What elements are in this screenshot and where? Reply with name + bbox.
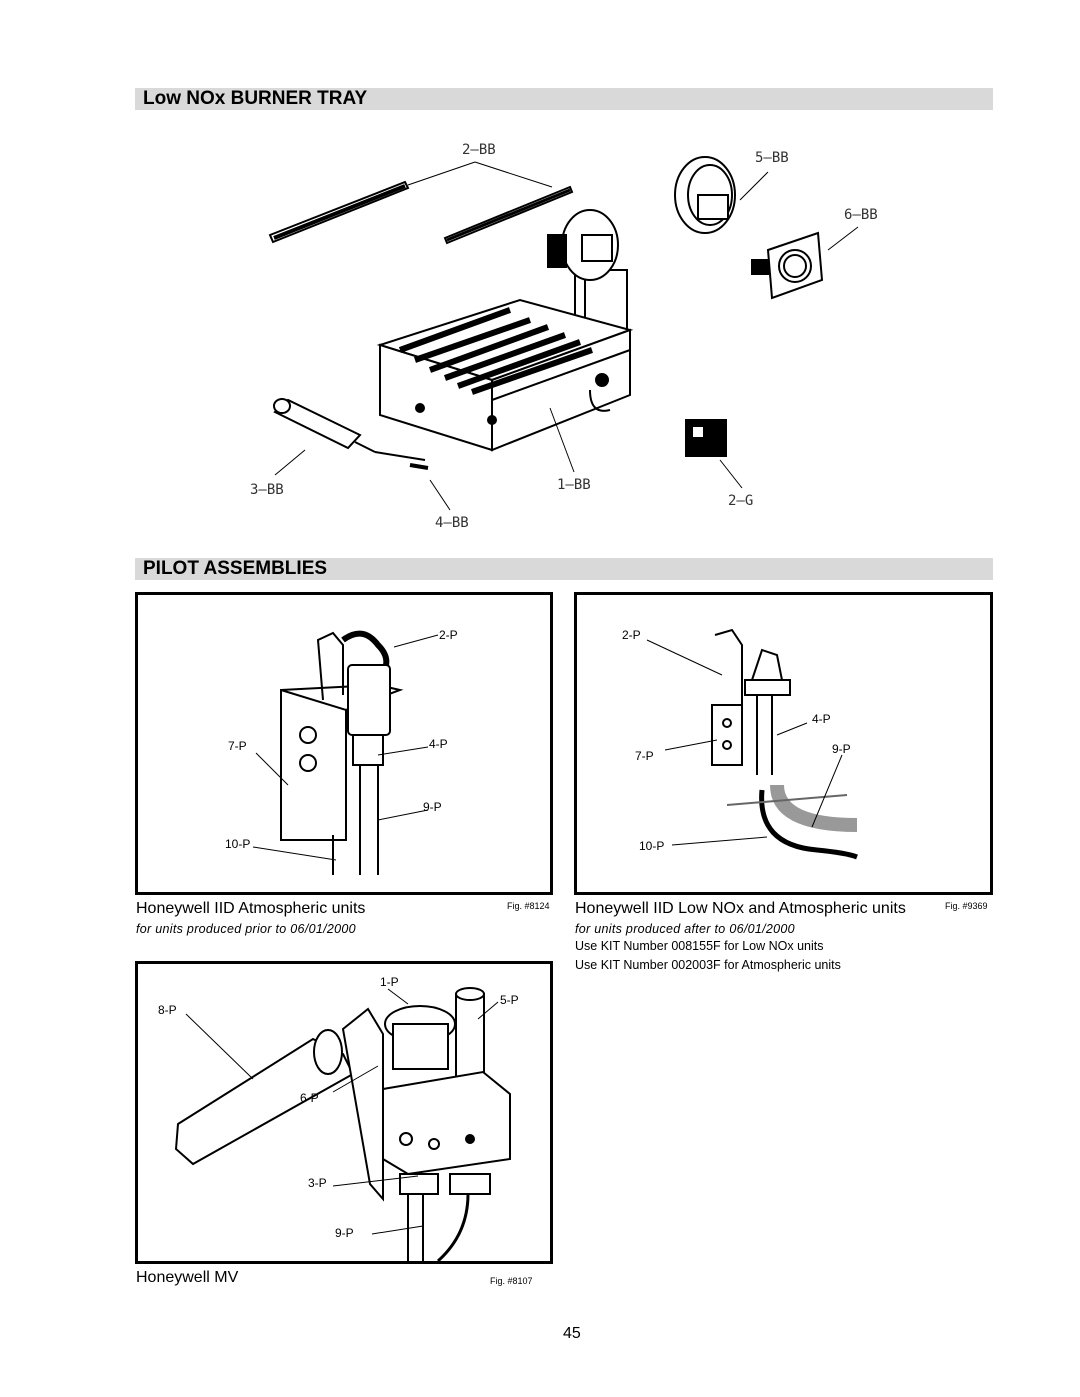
gas-valve	[685, 419, 743, 489]
label-3-bb: 3–BB	[250, 482, 284, 498]
fig-number-8124: Fig. #8124	[507, 901, 550, 911]
label-3-p: 3-P	[308, 1176, 327, 1190]
label-7-p: 7-P	[635, 749, 654, 763]
label-9-p: 9-P	[423, 800, 442, 814]
label-4-p: 4-P	[429, 737, 448, 751]
pilot-assemblies-heading-band: PILOT ASSEMBLIES	[135, 558, 993, 580]
label-4-bb: 4–BB	[435, 515, 469, 531]
caption-lownox: Honeywell IID Low NOx and Atmospheric un…	[575, 900, 906, 917]
label-1-bb: 1–BB	[557, 477, 591, 493]
label-2-bb: 2–BB	[462, 142, 496, 158]
burner-cover	[674, 156, 769, 234]
burner-tray-heading: Low NOx BURNER TRAY	[143, 88, 368, 109]
fig-number-9369: Fig. #9369	[945, 901, 988, 911]
caption-atmospheric: Honeywell IID Atmospheric units	[136, 900, 366, 917]
kit-note-atmospheric: Use KIT Number 002003F for Atmospheric u…	[575, 958, 841, 972]
label-10-p: 10-P	[225, 837, 250, 851]
label-5-p: 5-P	[500, 993, 519, 1007]
burner-tray-assembly	[376, 209, 634, 473]
pilot-atmospheric-figure: 2-P 7-P 4-P 9-P 10-P	[135, 592, 553, 895]
label-9-p: 9-P	[335, 1226, 354, 1240]
label-5-bb: 5–BB	[755, 150, 789, 166]
label-6-p: 6-P	[300, 1091, 319, 1105]
rail-right	[443, 185, 574, 245]
pilot-mv-figure: 1-P 8-P 5-P 6-P 3-P 9-P	[135, 961, 553, 1264]
burner-tray-diagram: 2–BB 5–BB 6–BB 3–BB 1–BB 2–G 4–BB	[250, 142, 878, 531]
label-9-p: 9-P	[832, 742, 851, 756]
pilot-tube	[273, 398, 451, 511]
label-1-p: 1-P	[380, 975, 399, 989]
kit-note-lownox: Use KIT Number 008155F for Low NOx units	[575, 939, 824, 953]
label-2-p: 2-P	[439, 628, 458, 642]
label-7-p: 7-P	[228, 739, 247, 753]
rail-left	[268, 180, 410, 244]
label-2-p: 2-P	[622, 628, 641, 642]
burner-tray-heading-band: Low NOx BURNER TRAY	[135, 88, 993, 110]
label-8-p: 8-P	[158, 1003, 177, 1017]
note-lownox: for units produced after to 06/01/2000	[575, 922, 795, 936]
note-atmospheric: for units produced prior to 06/01/2000	[136, 922, 356, 936]
page-number: 45	[563, 1325, 581, 1342]
caption-mv: Honeywell MV	[136, 1269, 239, 1286]
mounting-plate	[751, 226, 859, 300]
label-4-p: 4-P	[812, 712, 831, 726]
pilot-lownox-figure: 2-P 4-P 7-P 9-P 10-P	[574, 592, 993, 895]
label-2-g: 2–G	[728, 493, 753, 509]
pilot-assemblies-heading: PILOT ASSEMBLIES	[143, 558, 328, 579]
label-10-p: 10-P	[639, 839, 664, 853]
label-6-bb: 6–BB	[844, 207, 878, 223]
fig-number-8107: Fig. #8107	[490, 1276, 533, 1286]
